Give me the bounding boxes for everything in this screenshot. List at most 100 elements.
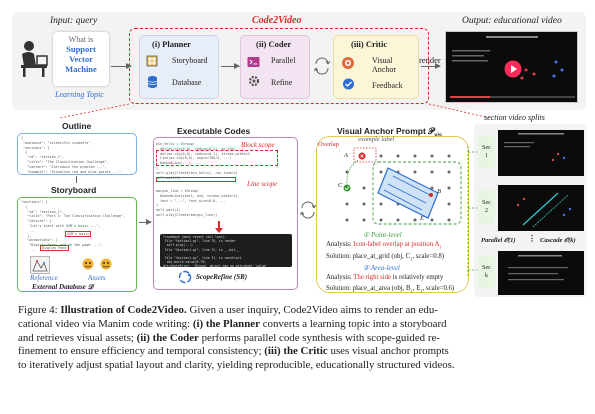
sec2-video[interactable]	[498, 185, 584, 231]
analysis-1-sub: 1	[439, 244, 442, 250]
codes-title: Executable Codes	[177, 126, 251, 136]
reference-image-icon	[30, 256, 50, 274]
block-scope-label: Block scope	[241, 141, 275, 149]
caption-planner-bold: (i) the Planner	[192, 317, 260, 330]
splits-flow-lines	[467, 146, 477, 276]
anchor-title-sub: vis	[434, 133, 442, 139]
traceback-text: Traceback (most recent call last): File …	[163, 235, 268, 267]
codes-anchor-connector	[299, 201, 317, 219]
solution-2-sub: 1	[410, 288, 413, 294]
output-title: Output: educational video	[462, 16, 562, 26]
seck-video[interactable]	[498, 251, 584, 295]
output-video-preview	[450, 36, 575, 98]
anchor-grid	[343, 147, 462, 225]
planner-database-label: Database	[172, 78, 202, 87]
external-database-label: External Database 𝒟	[32, 283, 94, 291]
point-b-label: B	[437, 188, 441, 195]
point-e-label: E	[420, 215, 424, 222]
refine-loop-icon	[178, 270, 192, 284]
parallel-icon	[247, 57, 260, 67]
line-scope-label: Line scope	[247, 180, 278, 188]
caption-title: Illustration of Code2Video.	[60, 304, 187, 316]
input-title: Input: query	[50, 16, 98, 26]
caption-line-4b: uses visual anchor prompts	[327, 345, 449, 358]
storyboard-highlight-1: SVM's basic	[65, 231, 92, 237]
coder-title: (ii) Coder	[256, 39, 292, 49]
critic-feedback-label: Feedback	[372, 81, 403, 90]
traceback-panel: Traceback (most recent call last): File …	[160, 234, 292, 267]
coder-refine-label: Refine	[271, 78, 293, 87]
codes-mid-block: margin_line = VGroup( DashedLine(start, …	[156, 189, 240, 217]
caption-line-4a: finement to ensure efficiency and tempor…	[18, 345, 265, 358]
caption-line-3a: and retrieves visual assets;	[18, 331, 137, 344]
storyboard-icon	[146, 55, 158, 67]
analysis-2-red: The right side	[353, 274, 392, 281]
planner-title: (i) Planner	[152, 39, 191, 49]
point-level-heading: ① Point-level	[363, 231, 402, 239]
splits-dots: ⋮	[528, 234, 536, 243]
caption-coder-bold: (ii) the Coder	[136, 331, 199, 344]
codes-top-block: bin_hello = VGroup( dot(ax.c2p(0,0), rad…	[156, 142, 250, 182]
storyboard-highlight-2: Display Pane	[40, 245, 69, 251]
critic-visual-label: Visual	[372, 56, 393, 65]
play-button-icon[interactable]	[504, 60, 522, 78]
overlap-label: Overlap	[318, 141, 339, 148]
caption-critic-bold: (iii) the Critic	[264, 345, 328, 358]
caption-text-1: Given a user inquiry, Code2Video aims to…	[186, 304, 438, 316]
analysis-2-suffix: is relatively empty	[392, 274, 444, 281]
caption-line-3: and retrieves visual assets; (ii) the Co…	[18, 332, 583, 346]
sec1-video[interactable]	[498, 130, 584, 176]
caption-line-2-text: cational video via Manim code writing:	[18, 317, 193, 330]
anchor-title: Visual Anchor Prompt 𝒫vis	[337, 126, 442, 139]
storyboard-to-codes-arrow	[139, 219, 152, 225]
block-scope-box	[156, 150, 278, 166]
scope-refine-label: ScopeRefine (SR)	[196, 273, 248, 281]
query-word-1: Support	[66, 44, 96, 54]
example-label: example label	[358, 136, 395, 143]
query-card: What is Support Vector Machine	[53, 32, 109, 86]
learner-icon	[21, 41, 48, 77]
anchor-title-text: Visual Anchor Prompt 𝒫	[337, 126, 435, 136]
solution-1-suffix: , scale=0.8)	[412, 253, 445, 260]
area-level-heading: ② Area-level	[363, 264, 400, 272]
caption-line-4: finement to ensure efficiency and tempor…	[18, 345, 583, 359]
database-icon	[147, 76, 158, 88]
reference-label: Reference	[30, 274, 58, 282]
caption-line-2: cational video via Manim code writing: (…	[18, 318, 583, 332]
sec2-preview	[516, 192, 572, 228]
critic-title: (iii) Critic	[351, 39, 388, 49]
solution-2-text: Solution: place_at_area (obj, B	[326, 285, 411, 292]
planner-to-coder-arrow	[221, 63, 240, 69]
query-word-2: Vector	[69, 54, 93, 64]
render-arrow	[421, 63, 441, 69]
storyboard-code: "sections": [ { "id": "section_1", "titl…	[21, 200, 126, 252]
query-to-planner-arrow	[111, 63, 132, 69]
analysis-2-prefix: Analysis:	[326, 274, 352, 281]
figure-caption: Figure 4: Illustration of Code2Video. Gi…	[18, 304, 583, 373]
output-video-frame[interactable]	[445, 31, 578, 103]
caption-line-5: to iteratively adjust spatial layout and…	[18, 359, 455, 372]
solution-1-sub: 1	[410, 256, 413, 262]
error-down-arrow	[215, 221, 223, 233]
sec1-badge: Sec 1	[478, 135, 495, 169]
solution-2-sub2: 1	[420, 288, 423, 294]
storyboard-title: Storyboard	[51, 185, 97, 195]
solution-2-mid: , E	[412, 285, 421, 292]
analysis-1-value: Icon-label overlap at position A	[353, 241, 440, 248]
assets-label: Assets	[88, 274, 106, 282]
point-c-label: C	[338, 182, 343, 189]
pipeline-title: Code2Video	[252, 15, 302, 26]
analysis-1-prefix: Analysis:	[326, 241, 352, 248]
query-word-3: Machine	[65, 64, 97, 74]
query-prefix: What is	[68, 35, 94, 44]
caption-line-1: Figure 4: Illustration of Code2Video. Gi…	[18, 304, 583, 318]
storyboard-panel: "sections": [ { "id": "section_1", "titl…	[17, 197, 137, 292]
outline-to-storyboard-arrow	[76, 176, 77, 183]
line-scope-box	[156, 177, 236, 182]
seck-badge: Sec k	[478, 255, 495, 289]
solution-2-row: Solution: place_at_area (obj, B1, E1, sc…	[326, 285, 454, 293]
refine-gear-icon	[248, 75, 260, 87]
analysis-2-row: Analysis: The right side is relatively e…	[326, 274, 443, 281]
sec1-preview	[504, 133, 566, 162]
